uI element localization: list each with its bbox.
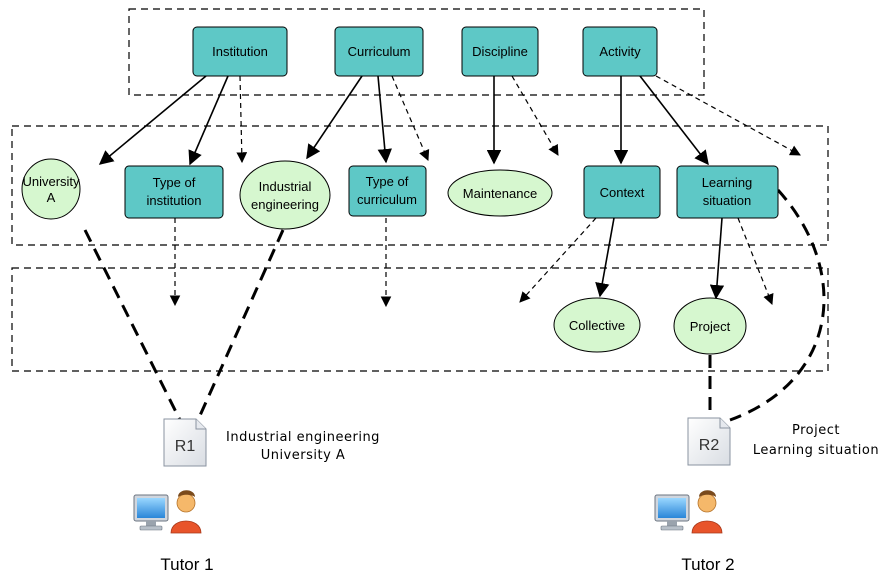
r1-caption-line2: University A [261, 448, 346, 463]
node-university-a: University A [21, 158, 81, 220]
type-institution-label-line2: institution [147, 193, 202, 208]
middle-layer-box [11, 125, 829, 246]
learning-label-line1: Learning [702, 175, 753, 190]
node-type-of-curriculum: Type of curriculum [348, 165, 427, 217]
dashed-arrow-context [519, 217, 597, 303]
discipline-label: Discipline [472, 44, 528, 59]
computer-icon [654, 494, 690, 531]
node-type-of-institution: Type of institution [124, 165, 224, 219]
arrow-institution-type [188, 75, 229, 166]
dashed-arrow-activity [655, 75, 801, 156]
bottom-layer-box [11, 267, 829, 372]
top-layer-box [128, 8, 705, 96]
r2-caption-line1: Project [792, 423, 840, 438]
dashed-arrow-curriculum [391, 75, 430, 161]
arrow-learning-project [709, 217, 725, 300]
type-curriculum-label-line1: Type of [366, 174, 409, 189]
user-icon [691, 490, 723, 534]
dashed-arrow-discipline [511, 75, 559, 156]
arrow-curriculum-type [377, 75, 392, 164]
university-label-line2: A [47, 190, 56, 205]
university-label-line1: University [22, 174, 80, 189]
node-curriculum: Curriculum [334, 26, 424, 77]
arrow-institution-university [98, 75, 207, 165]
node-context: Context [583, 165, 661, 219]
industrial-label-line2: engineering [251, 197, 319, 212]
node-learning-situation: Learning situation [676, 165, 779, 219]
link-learning-r2 [729, 188, 826, 422]
dashed-arrows [169, 75, 801, 308]
curriculum-label: Curriculum [348, 44, 411, 59]
solid-arrows [98, 75, 725, 300]
maintenance-label: Maintenance [463, 186, 537, 201]
node-discipline: Discipline [461, 26, 539, 77]
node-maintenance: Maintenance [447, 169, 553, 217]
arrow-curriculum-industrial [306, 75, 363, 160]
dashed-arrow-institution [236, 75, 248, 164]
project-label: Project [690, 319, 731, 334]
type-institution-label-line1: Type of [153, 175, 196, 190]
activity-label: Activity [599, 44, 641, 59]
document-r1-icon: R1 [163, 418, 207, 467]
r2-caption-line2: Learning situation [753, 443, 879, 458]
industrial-label-line1: Industrial [259, 179, 312, 194]
arrow-context-collective [595, 217, 615, 298]
r1-id: R1 [175, 438, 196, 455]
tutor-2-label: Tutor 2 [681, 555, 734, 574]
arrow-activity-learning [639, 75, 709, 166]
document-r2-icon: R2 [687, 417, 731, 466]
dashed-arrow-learning [737, 217, 774, 306]
computer-icon [133, 494, 169, 531]
node-activity: Activity [582, 26, 658, 77]
r1-caption-line1: Industrial engineering [226, 430, 380, 445]
learning-label-line2: situation [703, 193, 751, 208]
user-icon [170, 490, 202, 534]
node-collective: Collective [553, 297, 641, 353]
link-industrial-r1 [196, 229, 285, 421]
node-institution: Institution [192, 26, 288, 77]
r2-id: R2 [699, 437, 720, 454]
link-university-r1 [83, 229, 182, 421]
tutor-1-label: Tutor 1 [160, 555, 213, 574]
node-project: Project [673, 297, 747, 355]
context-label: Context [600, 185, 645, 200]
node-industrial-engineering: Industrial engineering [239, 160, 331, 230]
institution-label: Institution [212, 44, 268, 59]
instance-links [83, 188, 826, 422]
collective-label: Collective [569, 318, 625, 333]
type-curriculum-label-line2: curriculum [357, 192, 417, 207]
